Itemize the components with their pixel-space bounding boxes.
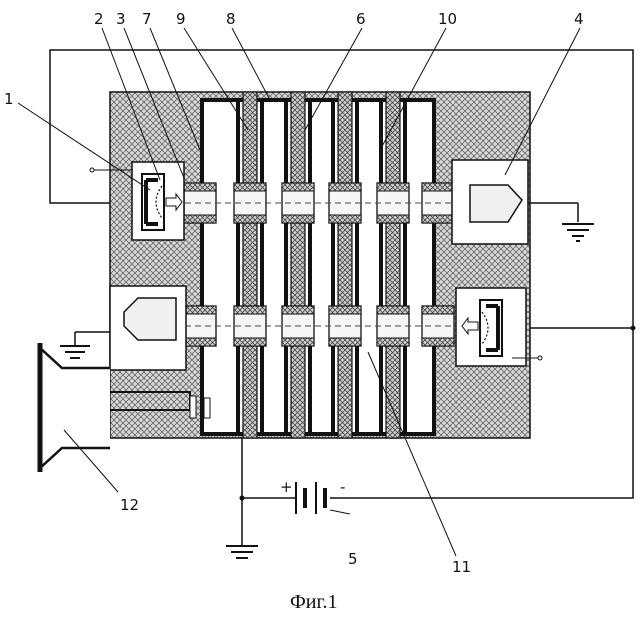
battery-junction bbox=[240, 496, 245, 501]
collector-upper bbox=[452, 160, 578, 244]
ring-flange bbox=[234, 183, 266, 191]
battery-plus: + bbox=[280, 478, 293, 496]
label-8: 8 bbox=[226, 10, 236, 28]
channel-plate bbox=[243, 92, 257, 438]
emitter-upper bbox=[90, 162, 184, 240]
ring-flange bbox=[422, 183, 454, 191]
wire-junction bbox=[631, 326, 636, 331]
battery-minus: - bbox=[340, 478, 345, 496]
ring-flange bbox=[329, 215, 361, 223]
label-9: 9 bbox=[176, 10, 186, 28]
label-1: 1 bbox=[4, 90, 14, 108]
collector-lower bbox=[75, 286, 186, 370]
ring-flange bbox=[184, 338, 216, 346]
ring-flange bbox=[377, 183, 409, 191]
label-6: 6 bbox=[356, 10, 366, 28]
ring-flange bbox=[184, 215, 216, 223]
ring-flange bbox=[282, 215, 314, 223]
ring-flange bbox=[377, 215, 409, 223]
ring-flange bbox=[377, 306, 409, 314]
label-10: 10 bbox=[438, 10, 457, 28]
label-4: 4 bbox=[574, 10, 584, 28]
ring-flange bbox=[234, 306, 266, 314]
ring-flange bbox=[329, 183, 361, 191]
label-7: 7 bbox=[142, 10, 152, 28]
ring-flange bbox=[329, 306, 361, 314]
label-12: 12 bbox=[120, 496, 139, 514]
ring-flange bbox=[377, 338, 409, 346]
channel-plate bbox=[291, 92, 305, 438]
label-3: 3 bbox=[116, 10, 126, 28]
ring-flange bbox=[422, 215, 454, 223]
ring-flange bbox=[282, 183, 314, 191]
ring-flange bbox=[329, 338, 361, 346]
label-11: 11 bbox=[452, 558, 471, 576]
label-5: 5 bbox=[348, 550, 358, 568]
ring-flange bbox=[282, 306, 314, 314]
ring-flange bbox=[282, 338, 314, 346]
ring-flange bbox=[184, 306, 216, 314]
channel-plate bbox=[386, 92, 400, 438]
channel-plate bbox=[338, 92, 352, 438]
ring-flange bbox=[234, 338, 266, 346]
housing bbox=[110, 92, 530, 438]
ring-flange bbox=[184, 183, 216, 191]
ring-flange bbox=[234, 215, 266, 223]
label-2: 2 bbox=[94, 10, 104, 28]
figure-caption: Фиг.1 bbox=[290, 591, 337, 613]
ring-flange bbox=[422, 338, 454, 346]
ring-flange bbox=[422, 306, 454, 314]
